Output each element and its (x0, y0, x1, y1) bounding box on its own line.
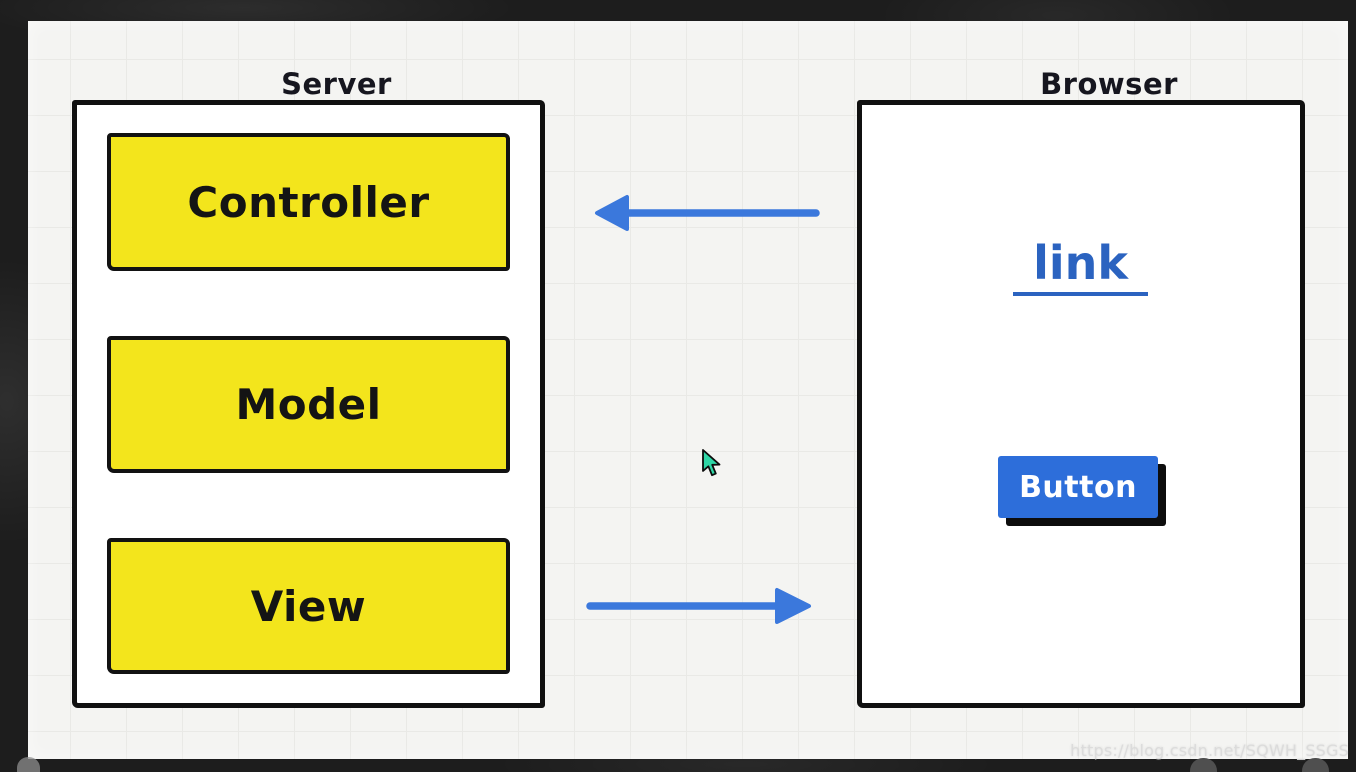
browser-container (857, 100, 1305, 708)
arrow-view-to-browser-icon (586, 588, 811, 624)
player-nub-icon (1190, 758, 1217, 772)
server-label: Server (281, 67, 392, 101)
controller-box-label: Controller (187, 177, 430, 227)
arrow-browser-to-controller-icon (595, 195, 820, 231)
browser-button[interactable]: Button (998, 456, 1158, 518)
mouse-cursor-icon (702, 449, 721, 477)
browser-label: Browser (1040, 67, 1178, 101)
view-box: View (107, 538, 510, 674)
player-nub-icon (17, 757, 40, 772)
model-box-label: Model (235, 380, 382, 429)
controller-box: Controller (107, 133, 510, 271)
model-box: Model (107, 336, 510, 473)
player-nub-icon (1302, 758, 1329, 772)
watermark-url: https://blog.csdn.net/SQWH_SSGS (1070, 741, 1349, 760)
browser-link[interactable]: link (1013, 236, 1148, 296)
view-box-label: View (250, 581, 367, 631)
